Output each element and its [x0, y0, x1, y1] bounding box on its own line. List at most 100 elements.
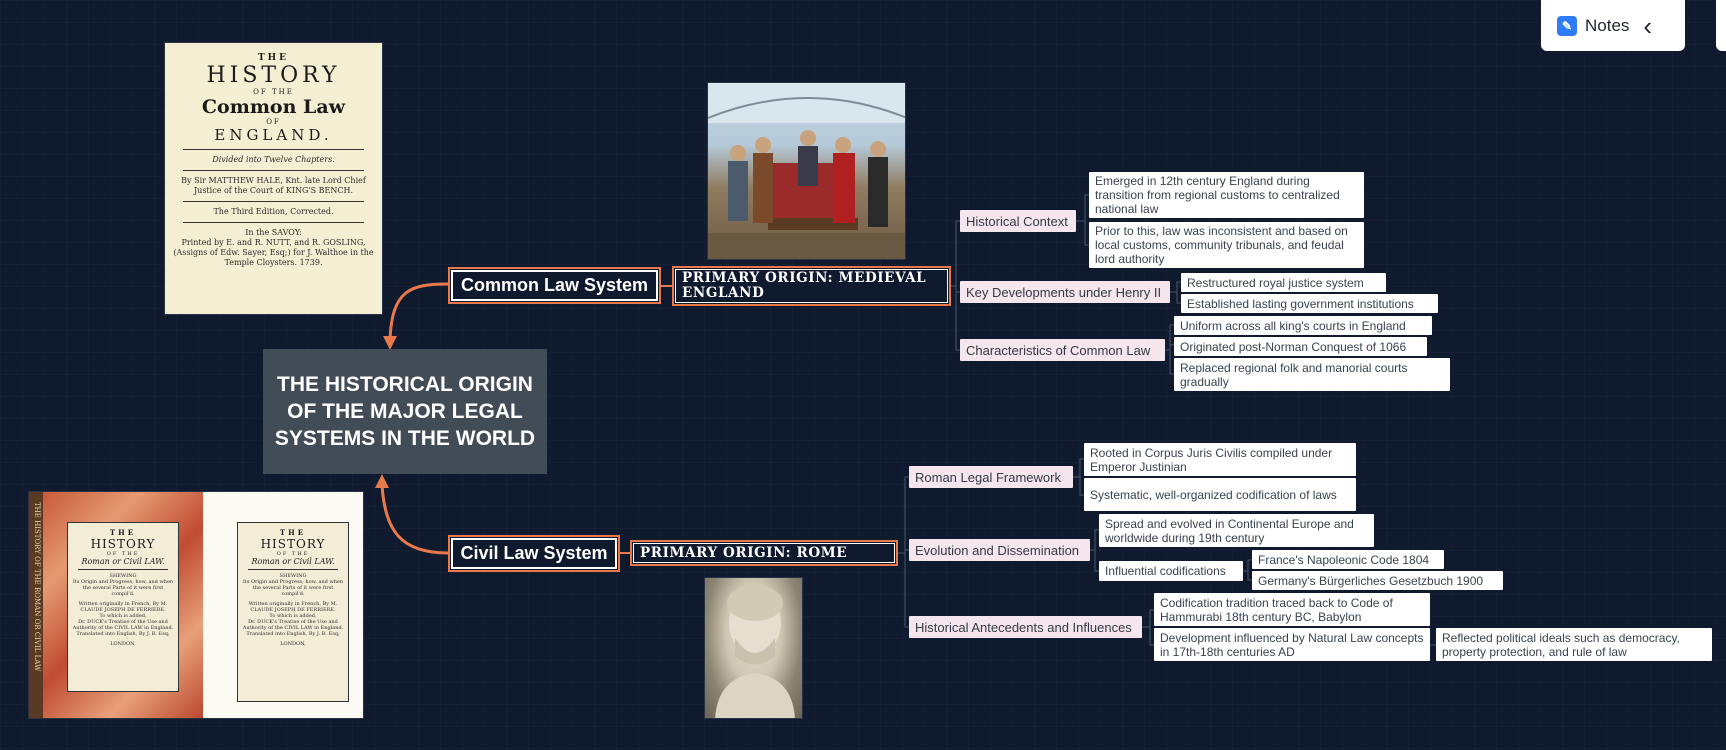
book-text: OF THE — [276, 551, 310, 557]
book-text: Its Origin and Progress; how, and when t… — [72, 579, 174, 597]
origin-civil-law[interactable]: PRIMARY ORIGIN: ROME — [630, 540, 898, 566]
book-text: OF THE — [106, 551, 140, 557]
topic-civil-law[interactable]: Civil Law System — [448, 535, 620, 572]
leaf-civil-antecedent-1[interactable]: Codification tradition traced back to Co… — [1154, 593, 1430, 626]
book-rule — [183, 201, 364, 202]
book-text: Roman or Civil LAW. — [81, 557, 165, 566]
leaf-common-context-1[interactable]: Emerged in 12th century England during t… — [1089, 172, 1364, 218]
leaf-civil-codifications[interactable]: Influential codifications — [1099, 561, 1243, 581]
spine-text: THE HISTORY OF THE ROMAN OR CIVIL LAW — [33, 502, 41, 672]
book-text: Divided into Twelve Chapters. — [212, 155, 335, 164]
category-roman-framework[interactable]: Roman Legal Framework — [909, 466, 1073, 488]
leaf-civil-roman-1[interactable]: Rooted in Corpus Juris Civilis compiled … — [1084, 443, 1356, 476]
civil-law-books-image[interactable]: THE HISTORY OF THE ROMAN OR CIVIL LAW TH… — [28, 491, 364, 719]
book-text: HISTORY — [90, 537, 156, 551]
book-text: Translated into English, By J. B. Esq; — [246, 631, 340, 637]
topic-common-law[interactable]: Common Law System — [448, 267, 661, 304]
book-text: OF — [266, 118, 281, 126]
category-antecedents[interactable]: Historical Antecedents and Influences — [909, 616, 1142, 638]
leaf-text: Uniform across all king's courts in Engl… — [1180, 318, 1406, 333]
book-text: THE — [257, 53, 290, 63]
origin-civil-law-label: PRIMARY ORIGIN: ROME — [640, 544, 848, 561]
leaf-text: Development influenced by Natural Law co… — [1160, 630, 1424, 659]
leaf-text: Reflected political ideals such as democ… — [1442, 630, 1680, 659]
leaf-civil-evolution-1[interactable]: Spread and evolved in Continental Europe… — [1099, 514, 1374, 547]
category-historical-context[interactable]: Historical Context — [960, 210, 1076, 232]
leaf-civil-antecedent-3[interactable]: Reflected political ideals such as democ… — [1436, 628, 1712, 661]
category-label: Evolution and Dissemination — [915, 542, 1080, 558]
leaf-common-char-3[interactable]: Replaced regional folk and manorial cour… — [1174, 358, 1450, 391]
notes-button[interactable]: ✎ Notes ‹ — [1541, 0, 1685, 51]
origin-common-law[interactable]: PRIMARY ORIGIN: MEDIEVAL ENGLAND — [672, 266, 951, 306]
leaf-civil-napoleonic[interactable]: France's Napoleonic Code 1804 — [1252, 550, 1444, 569]
book-rule — [78, 569, 168, 570]
book-text: Dr. DUCK's Treatise of the Use and Autho… — [72, 619, 174, 631]
leaf-civil-roman-2[interactable]: Systematic, well-organized codification … — [1084, 478, 1356, 511]
topic-common-law-label: Common Law System — [460, 275, 649, 295]
panel-edge — [1716, 0, 1726, 51]
civil-book-title-page-1: THE HISTORY OF THE Roman or Civil LAW. S… — [67, 522, 179, 692]
root-topic[interactable]: THE HISTORICAL ORIGIN OF THE MAJOR LEGAL… — [263, 349, 547, 474]
book-text: In the SAVOY: — [245, 228, 302, 237]
chevron-left-icon: ‹ — [1643, 10, 1653, 41]
origin-common-law-label: PRIMARY ORIGIN: MEDIEVAL ENGLAND — [682, 270, 927, 301]
arrow-root-common — [383, 336, 397, 350]
book-text: SHEWING — [109, 573, 137, 579]
leaf-text: Originated post-Norman Conquest of 1066 — [1180, 339, 1407, 354]
book-text: LONDON, — [110, 641, 136, 647]
book-spine — [29, 492, 43, 718]
common-law-book-image[interactable]: THE HISTORY OF THE Common Law OF ENGLAND… — [164, 42, 383, 315]
category-key-developments[interactable]: Key Developments under Henry II — [960, 281, 1170, 303]
leaf-common-char-2[interactable]: Originated post-Norman Conquest of 1066 — [1174, 337, 1427, 356]
category-characteristics[interactable]: Characteristics of Common Law — [960, 339, 1165, 361]
roman-bust-image[interactable] — [704, 577, 803, 719]
leaf-text: Influential codifications — [1105, 564, 1226, 578]
category-label: Characteristics of Common Law — [966, 342, 1151, 358]
book-text: By Sir MATTHEW HALE, Knt. late Lord Chie… — [181, 176, 366, 195]
book-text: Dr. DUCK's Treatise of the Use and Autho… — [242, 619, 344, 631]
root-title: THE HISTORICAL ORIGIN OF THE MAJOR LEGAL… — [274, 373, 536, 450]
leaf-common-dev-1[interactable]: Restructured royal justice system — [1181, 273, 1386, 292]
leaf-text: France's Napoleonic Code 1804 — [1258, 552, 1430, 567]
arrow-root-civil — [375, 474, 389, 488]
book-text: HISTORY — [206, 63, 341, 88]
book-text: LONDON, — [280, 641, 306, 647]
leaf-civil-antecedent-2[interactable]: Development influenced by Natural Law co… — [1154, 628, 1430, 661]
book-text: The Third Edition, Corrected. — [213, 207, 334, 216]
leaf-text: Systematic, well-organized codification … — [1090, 487, 1337, 502]
book-text: Common Law — [201, 96, 346, 118]
category-evolution[interactable]: Evolution and Dissemination — [909, 539, 1090, 561]
notes-icon: ✎ — [1557, 15, 1577, 36]
book-text: Translated into English, By J. B. Esq; — [76, 631, 170, 637]
bust-shape — [715, 585, 795, 718]
leaf-common-char-1[interactable]: Uniform across all king's courts in Engl… — [1174, 316, 1432, 335]
category-label: Historical Context — [966, 213, 1068, 229]
leaf-text: Codification tradition traced back to Co… — [1160, 595, 1393, 624]
leaf-text: Replaced regional folk and manorial cour… — [1180, 360, 1408, 389]
leaf-common-context-2[interactable]: Prior to this, law was inconsistent and … — [1089, 222, 1364, 268]
book-text: Printed by E. and R. NUTT, and R. GOSLIN… — [173, 238, 374, 267]
link-root-civil — [380, 484, 449, 555]
category-label: Historical Antecedents and Influences — [915, 619, 1132, 635]
book-text: THE — [109, 528, 137, 537]
category-label: Roman Legal Framework — [915, 469, 1061, 485]
book-rule — [248, 569, 338, 570]
topic-civil-law-label: Civil Law System — [460, 543, 608, 563]
magna-carta-painting-image[interactable] — [707, 82, 906, 260]
book-text: Written originally in French, By M. CLAU… — [248, 601, 338, 613]
book-text: ENGLAND. — [214, 126, 333, 144]
leaf-common-dev-2[interactable]: Established lasting government instituti… — [1181, 294, 1438, 313]
leaf-text: Established lasting government instituti… — [1187, 296, 1414, 311]
book-text: HISTORY — [260, 537, 326, 551]
book-text: SHEWING — [279, 573, 307, 579]
leaf-civil-bgb[interactable]: Germany's Bürgerliches Gesetzbuch 1900 — [1252, 571, 1503, 590]
notes-label: Notes — [1585, 15, 1630, 35]
book-text: THE — [279, 528, 307, 537]
leaf-text: Spread and evolved in Continental Europe… — [1105, 516, 1354, 545]
leaf-text: Emerged in 12th century England during t… — [1095, 174, 1340, 216]
leaf-text: Germany's Bürgerliches Gesetzbuch 1900 — [1258, 573, 1484, 588]
book-text: Roman or Civil LAW. — [251, 557, 335, 566]
book-text: To which is added, — [99, 613, 147, 619]
book-text: Written originally in French, By M. CLAU… — [78, 601, 168, 613]
